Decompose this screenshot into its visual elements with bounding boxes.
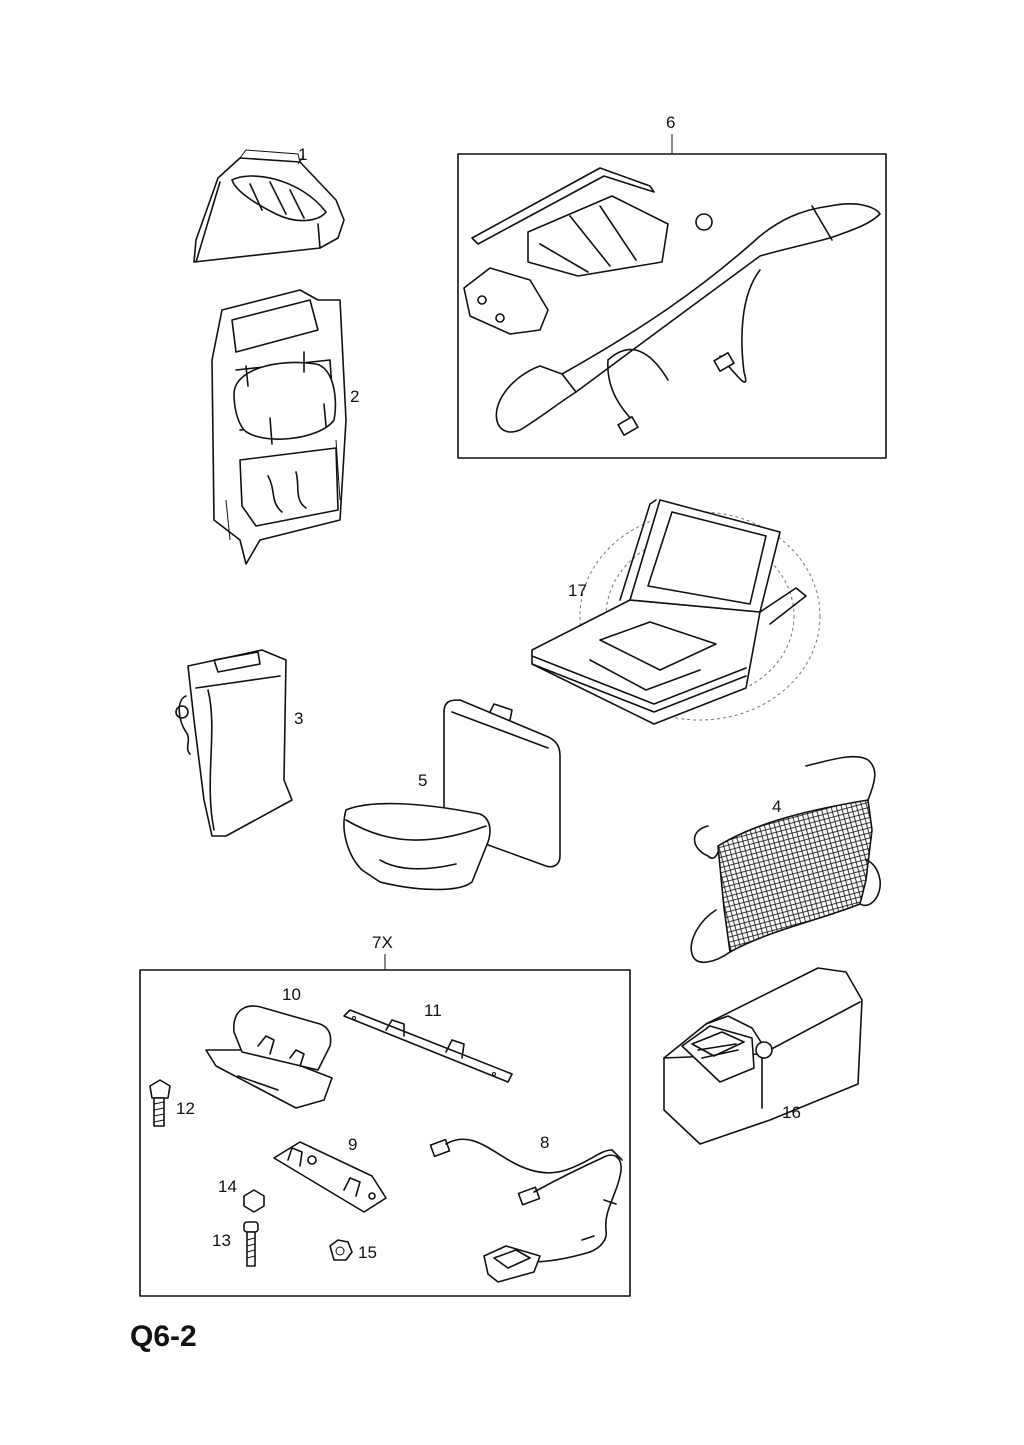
callout-2: 2 — [350, 387, 359, 406]
part-12-bolt: 12 — [149, 1079, 195, 1127]
part-7x-kit: 7X 10 11 12 — [139, 933, 631, 1297]
callout-9: 9 — [348, 1135, 357, 1154]
part-8-wiring-harness: 8 — [429, 1133, 623, 1283]
part-16-cool-box: 16 — [663, 967, 863, 1145]
part-1-cup-holder: 1 — [193, 145, 345, 263]
callout-7x: 7X — [372, 933, 393, 952]
callout-3: 3 — [294, 709, 303, 728]
part-10-bracket: 10 — [205, 985, 333, 1109]
part-13-screw: 13 — [212, 1221, 259, 1267]
part-2-seat-back-organizer: 2 — [211, 289, 359, 565]
part-6-headrest-kit: 6 — [457, 113, 887, 459]
callout-16: 16 — [782, 1103, 801, 1122]
part-15-hex-nut: 15 — [329, 1239, 377, 1262]
callout-12: 12 — [176, 1099, 195, 1118]
part-9-clip-bracket: 9 — [273, 1135, 387, 1213]
part-14-nut: 14 — [218, 1177, 265, 1213]
part-6-frame — [457, 153, 887, 459]
callout-14: 14 — [218, 1177, 237, 1196]
callout-6: 6 — [666, 113, 675, 132]
page-code: Q6-2 — [130, 1320, 197, 1353]
callout-10: 10 — [282, 985, 301, 1004]
callout-13: 13 — [212, 1231, 231, 1250]
part-3-waste-bag: 3 — [175, 649, 303, 837]
callout-5: 5 — [418, 771, 427, 790]
callout-15: 15 — [358, 1243, 377, 1262]
part-11-rail: 11 — [343, 1001, 513, 1083]
callout-11: 11 — [424, 1001, 442, 1020]
part-17-folding-table: 17 — [531, 499, 821, 725]
part-4-cargo-net: 4 — [690, 755, 881, 963]
callout-4: 4 — [772, 797, 781, 816]
part-5-cushions: 5 — [343, 699, 561, 891]
callout-1: 1 — [298, 145, 307, 164]
callout-17: 17 — [568, 581, 587, 600]
callout-8: 8 — [540, 1133, 549, 1152]
part-7x-frame — [139, 969, 631, 1297]
